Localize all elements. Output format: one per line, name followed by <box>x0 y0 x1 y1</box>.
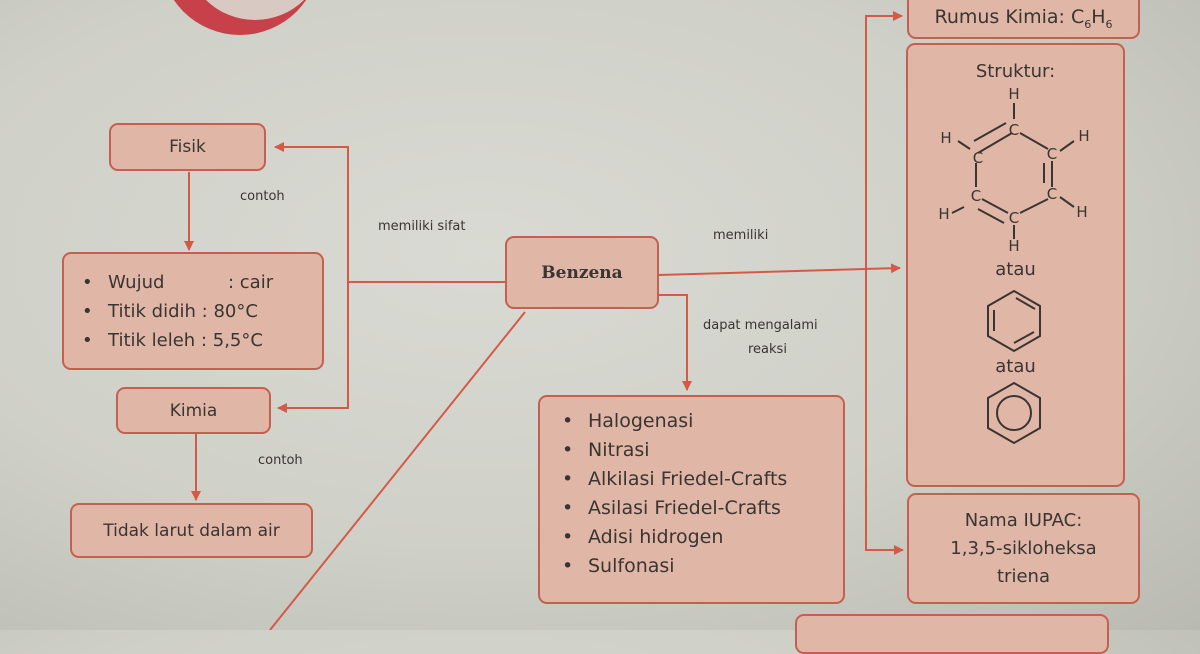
edge-sifat-kimia <box>277 282 349 413</box>
atom-h-lower-right: H <box>1076 203 1087 221</box>
node-fisik: Fisik <box>109 123 266 171</box>
atom-c-lower-left: C <box>971 187 981 205</box>
iupac-line-1: 1,3,5-sikloheksa <box>950 537 1097 559</box>
label-memiliki-sifat: memiliki sifat <box>378 219 466 234</box>
benzene-circle-hexagon <box>987 381 1041 445</box>
reaction-item: Alkilasi Friedel-Crafts <box>558 465 843 494</box>
atom-c-bottom: C <box>1009 209 1019 227</box>
node-physical-properties: Wujud : cair Titik didih : 80°C Titik lel… <box>62 252 324 370</box>
reaction-item: Sulfonasi <box>558 552 843 581</box>
rumus-sub-c: 6 <box>1084 17 1092 31</box>
rumus-label: Rumus Kimia: C <box>934 6 1085 29</box>
node-kimia: Kimia <box>116 387 271 434</box>
benzene-kekule-hexagon <box>987 289 1041 353</box>
reaction-item: Adisi hidrogen <box>558 523 843 552</box>
node-fisik-label: Fisik <box>169 137 206 157</box>
reaction-item: Nitrasi <box>558 436 843 465</box>
node-struktur: Struktur: H C H C C H <box>906 43 1125 487</box>
node-nama-iupac: Nama IUPAC: 1,3,5-sikloheksa triena <box>907 493 1140 604</box>
edge-to-iupac <box>865 268 904 555</box>
prop-value: : 80°C <box>201 301 258 322</box>
edge-diagonal <box>269 311 526 630</box>
edge-dapat-mengalami <box>659 294 692 391</box>
node-tidak-larut-label: Tidak larut dalam air <box>103 520 280 541</box>
label-contoh-1: contoh <box>240 189 285 204</box>
iupac-title: Nama IUPAC: <box>964 509 1083 531</box>
prop-value: : 5,5°C <box>200 330 263 351</box>
atom-h-lower-left: H <box>938 205 949 223</box>
atom-h-top: H <box>1008 85 1019 103</box>
node-benzena-label: Benzena <box>541 262 623 283</box>
atau-label-1: atau <box>995 259 1036 280</box>
edge-sifat-fisik <box>274 142 349 282</box>
prop-titik-didih: Titik didih : 80°C <box>78 297 322 326</box>
node-rumus-kimia: Rumus Kimia: C6H6 <box>907 0 1140 39</box>
atom-c-lower-right: C <box>1047 185 1057 203</box>
atom-c-upper-right: C <box>1047 145 1057 163</box>
label-memiliki: memiliki <box>713 228 769 243</box>
prop-name: Wujud <box>108 272 165 293</box>
node-partial-bottom <box>795 614 1109 654</box>
physical-properties-list: Wujud : cair Titik didih : 80°C Titik lel… <box>78 268 322 355</box>
rumus-text: Rumus Kimia: C6H6 <box>934 6 1112 31</box>
atau-label-2: atau <box>995 356 1036 377</box>
rumus-sub-h: 6 <box>1105 17 1113 31</box>
atom-h-bottom: H <box>1008 237 1019 255</box>
rumus-h: H <box>1091 6 1106 29</box>
struktur-title: Struktur: <box>975 61 1056 82</box>
atom-c-upper-left: C <box>973 149 983 167</box>
node-benzena: Benzena <box>505 236 659 309</box>
reaction-item: Halogenasi <box>558 407 843 436</box>
atom-c-top: C <box>1009 121 1019 139</box>
node-kimia-label: Kimia <box>169 400 218 421</box>
atom-h-upper-right: H <box>1078 127 1089 145</box>
connector-lines <box>184 11 904 630</box>
prop-titik-leleh: Titik leleh : 5,5°C <box>78 326 322 355</box>
decorative-circle <box>173 0 307 35</box>
label-contoh-2: contoh <box>258 453 303 468</box>
label-dapat-mengalami: dapat mengalami <box>703 318 818 333</box>
prop-wujud: Wujud : cair <box>78 268 322 297</box>
atom-h-upper-left: H <box>940 129 951 147</box>
prop-name: Titik didih <box>108 301 196 322</box>
iupac-line-2: triena <box>997 565 1050 587</box>
edge-to-rumus <box>865 11 903 268</box>
prop-value: : cair <box>228 272 274 293</box>
node-tidak-larut: Tidak larut dalam air <box>70 503 313 558</box>
reactions-list: Halogenasi Nitrasi Alkilasi Friedel-Craf… <box>558 407 843 581</box>
node-reactions: Halogenasi Nitrasi Alkilasi Friedel-Craf… <box>538 395 845 604</box>
label-reaksi: reaksi <box>748 342 787 357</box>
edge-memiliki <box>658 263 901 276</box>
kekule-structure: H C H C C H C C H H C H <box>938 85 1089 255</box>
prop-name: Titik leleh <box>108 330 196 351</box>
reaction-item: Asilasi Friedel-Crafts <box>558 494 843 523</box>
